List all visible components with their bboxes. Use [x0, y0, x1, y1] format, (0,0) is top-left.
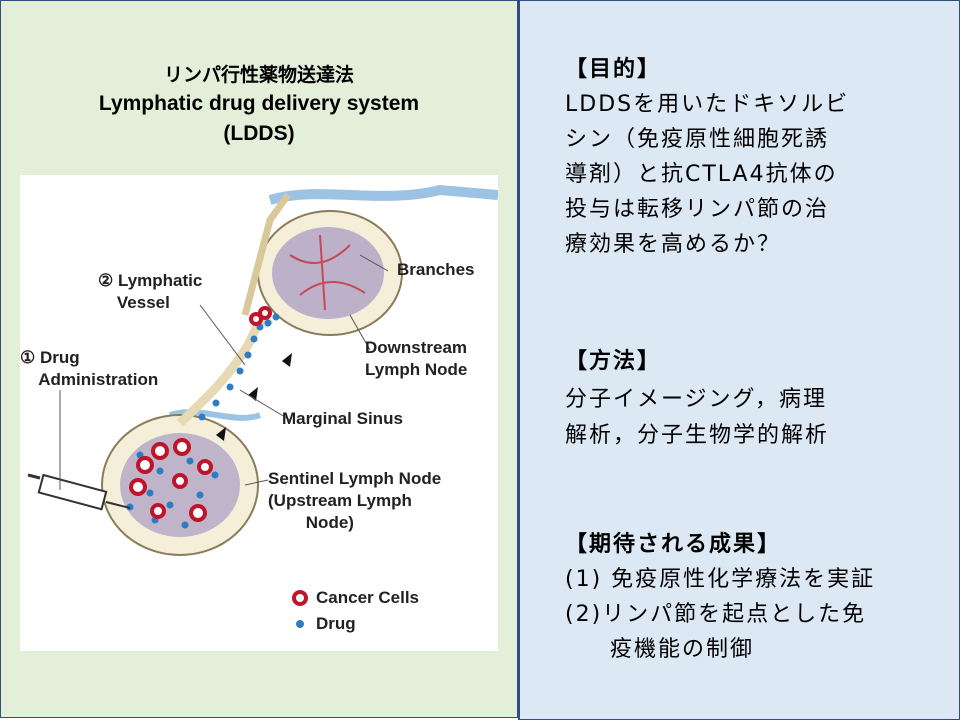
- label-downstream-node: Downstream Lymph Node: [365, 338, 468, 379]
- flow-arrow-3: [216, 427, 226, 441]
- method-heading: 【方法】: [565, 349, 662, 374]
- afferent-vessel-top: [241, 192, 291, 316]
- label-drug-administration: ① Drug Administration: [20, 348, 159, 389]
- label-marginal-sinus: Marginal Sinus: [282, 409, 403, 428]
- downstream-node-branches: [289, 234, 366, 311]
- result-line-2: (2)リンパ節を起点とした免: [565, 602, 867, 627]
- title-japanese: リンパ行性薬物送達法: [163, 64, 354, 86]
- flow-arrow-1: [282, 353, 292, 367]
- legend-drug-label: Drug: [316, 614, 356, 633]
- legend-drug-symbol: [296, 620, 304, 628]
- purpose-line-1: LDDSを用いたドキソルビ: [565, 92, 850, 117]
- downstream-node-medulla: [272, 227, 384, 319]
- result-line-3: 疫機能の制御: [565, 637, 754, 662]
- ldds-diagram: ② Lymphatic Vessel ① Drug Administration…: [20, 175, 498, 651]
- purpose-heading: 【目的】: [565, 57, 662, 82]
- label-branches: Branches: [397, 260, 475, 279]
- blood-vessel-bottom: [169, 409, 262, 421]
- label-sentinel-node: Sentinel Lymph Node (Upstream Lymph Node…: [268, 469, 442, 532]
- leader-lines: [59, 254, 389, 490]
- result-line-1: (1) 免疫原性化学療法を実証: [565, 567, 876, 592]
- result-heading: 【期待される成果】: [565, 532, 782, 557]
- legend-cancer-symbol: [292, 590, 308, 606]
- cancer-cells: [129, 306, 272, 522]
- syringe: [27, 473, 131, 511]
- lymphatic-vessel: [176, 316, 274, 427]
- label-lymphatic-vessel: ② Lymphatic Vessel: [98, 271, 203, 312]
- diagram-illustration: [27, 184, 498, 628]
- purpose-line-3: 導剤）と抗CTLA4抗体の: [565, 162, 838, 187]
- title-abbreviation: (LDDS): [223, 122, 295, 145]
- purpose-line-5: 療効果を高めるか？: [565, 232, 782, 257]
- method-line-2: 解析，分子生物学的解析: [565, 423, 830, 448]
- flow-arrow-2: [248, 387, 258, 401]
- blood-vessel-top: [268, 184, 498, 205]
- title-english: Lymphatic drug delivery system: [98, 92, 420, 115]
- purpose-line-2: シン（免疫原性細胞死誘: [565, 127, 830, 152]
- method-line-1: 分子イメージング，病理: [565, 387, 828, 412]
- purpose-line-4: 投与は転移リンパ節の治: [565, 197, 830, 222]
- legend-cancer-label: Cancer Cells: [316, 588, 419, 607]
- right-panel: [518, 0, 960, 720]
